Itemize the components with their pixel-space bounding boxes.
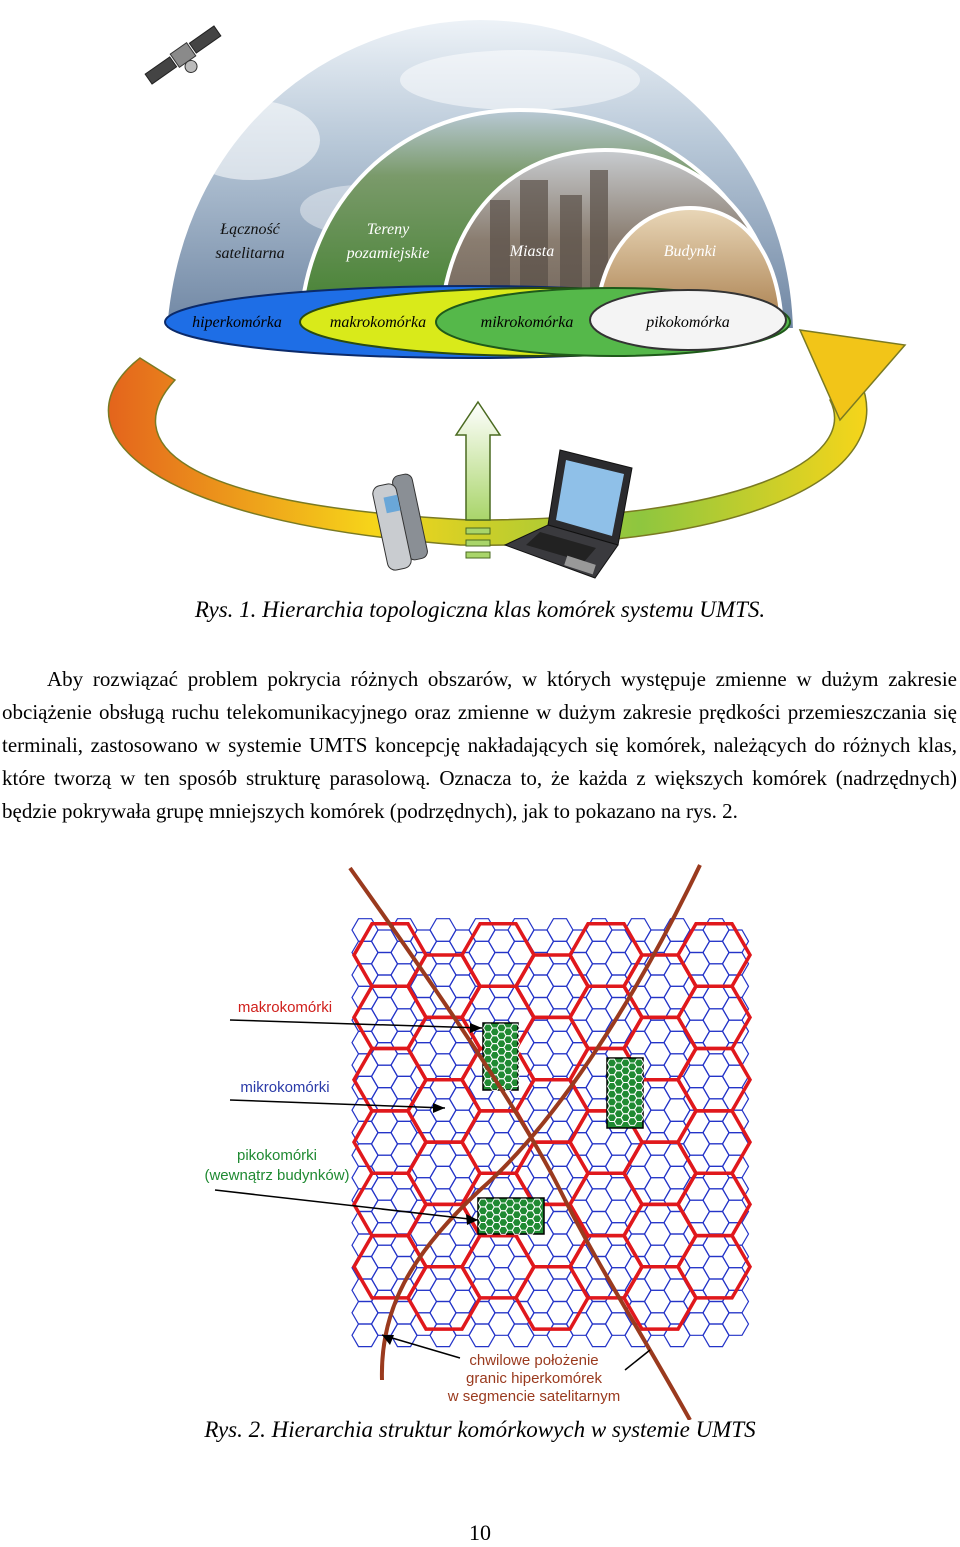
picocell-hex bbox=[509, 1078, 521, 1087]
label-microcells: mikrokomórki bbox=[240, 1079, 329, 1096]
hypercell-boundaries bbox=[348, 864, 702, 1420]
zone-label-city: Miasta bbox=[509, 243, 554, 260]
arrow-head-right bbox=[798, 329, 907, 422]
label-macrocells: makrokomórki bbox=[238, 999, 332, 1016]
picocell-groups bbox=[477, 1022, 645, 1235]
picocell-hex bbox=[633, 1113, 645, 1122]
macrocell-hex bbox=[675, 1046, 753, 1113]
paragraph-text: Aby rozwiązać problem pokrycia różnych o… bbox=[2, 667, 957, 823]
picocell-hex bbox=[531, 1222, 543, 1231]
cell-label-pico: pikokomórka bbox=[645, 314, 730, 331]
label-boundary-2: granic hiperkomórek bbox=[466, 1370, 602, 1387]
macrocell-hex bbox=[675, 1233, 753, 1300]
hypercell-boundary-curve bbox=[348, 866, 692, 1420]
label-boundary-3: w segmencie satelitarnym bbox=[447, 1388, 621, 1405]
picocell-group bbox=[606, 1057, 644, 1129]
label-pointers bbox=[214, 1019, 651, 1371]
pointer-arrowheads bbox=[382, 1023, 482, 1345]
cell-label-macro: makrokomórka bbox=[330, 314, 426, 331]
cell-label-micro: mikrokomórka bbox=[481, 314, 574, 331]
macrocell-hex bbox=[675, 1171, 753, 1238]
figure-2-caption: Rys. 2. Hierarchia struktur komórkowych … bbox=[204, 1417, 756, 1442]
label-picocells-1: pikokomórki bbox=[237, 1147, 317, 1164]
satellite-icon bbox=[144, 25, 222, 85]
up-arrow-icon bbox=[454, 400, 502, 559]
zone-label-satellite-1: Łączność bbox=[219, 221, 280, 238]
picocell-group bbox=[482, 1022, 519, 1091]
picocell-ellipse bbox=[589, 289, 787, 351]
zone-label-suburban-1: Tereny bbox=[367, 221, 410, 238]
zone-label-satellite-2: satelitarna bbox=[215, 245, 284, 262]
label-boundary-1: chwilowe położenie bbox=[469, 1352, 598, 1369]
body-paragraph: Aby rozwiązać problem pokrycia różnych o… bbox=[2, 663, 957, 828]
hypercell-boundary-curve bbox=[379, 864, 702, 1381]
laptop-icon bbox=[503, 449, 633, 579]
cell-label-hyper: hiperkomórka bbox=[192, 314, 282, 331]
figure-1-cell-hierarchy: Łączność satelitarna Tereny pozamiejskie… bbox=[107, 15, 907, 579]
microcell-hex bbox=[721, 1312, 750, 1336]
macrocell-grid bbox=[351, 922, 753, 1331]
macrocell-hex bbox=[675, 1109, 753, 1175]
figure-1-caption: Rys. 1. Hierarchia topologiczna klas kom… bbox=[194, 597, 766, 622]
zone-label-buildings: Budynki bbox=[664, 243, 716, 260]
zone-label-suburban-2: pozamiejskie bbox=[346, 245, 430, 262]
mobile-phone-icon bbox=[372, 473, 428, 571]
label-picocells-2: (wewnątrz budynków) bbox=[204, 1167, 349, 1184]
figure-2-cell-structure: makrokomórki mikrokomórki pikokomórki (w… bbox=[204, 864, 753, 1420]
page-number: 10 bbox=[469, 1520, 491, 1545]
